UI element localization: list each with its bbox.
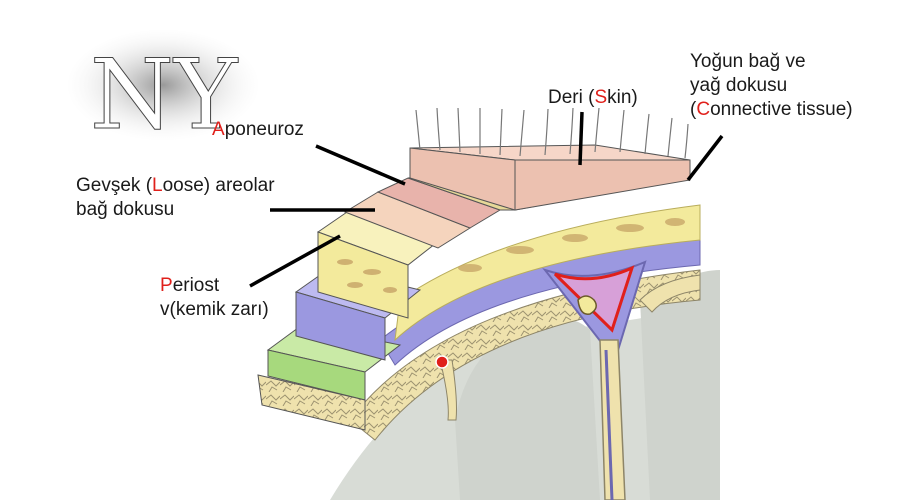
- label-deri: Deri (Skin): [548, 86, 638, 110]
- label-yogun-pre: (: [690, 99, 697, 120]
- label-yogun-post: onnective tissue): [710, 99, 853, 120]
- hair-strands: [415, 107, 689, 159]
- label-yogun-line1: Yoğun bağ ve: [690, 51, 806, 72]
- label-deri-post: kin): [607, 87, 638, 108]
- label-aponeuroz-highlight: A: [212, 119, 225, 140]
- label-aponeuroz: Aponeuroz: [212, 118, 304, 142]
- layer-periosteum-block: [316, 209, 442, 319]
- label-gevsek-pre: Gevşek (: [76, 175, 153, 196]
- label-yogun-highlight: C: [696, 99, 711, 120]
- label-deri-highlight: S: [594, 87, 608, 108]
- label-periost: Periost v(kemik zarı): [160, 274, 269, 322]
- arachnoid-granulation: [577, 295, 597, 315]
- svg-text:NY: NY: [90, 39, 239, 150]
- label-deri-pre: Deri (: [548, 87, 595, 108]
- label-yogun-bag: Yoğun bağ ve yağ dokusu (Connective tiss…: [690, 50, 853, 122]
- periosteum-curved: [394, 204, 701, 342]
- sulcus: [439, 359, 457, 421]
- pointer-lines: [249, 111, 724, 288]
- label-gevsek-areolar: Gevşek (Loose) areolar bağ dokusu: [76, 174, 275, 222]
- layer-spongy-block: [257, 374, 366, 431]
- label-periost-line2: v(kemik zarı): [160, 299, 269, 320]
- label-aponeuroz-rest: poneuroz: [224, 119, 304, 140]
- label-periost-rest: eriost: [172, 275, 220, 296]
- fat-lobules: [458, 218, 685, 272]
- label-periost-highlight: P: [160, 275, 173, 296]
- label-gevsek-line2: bağ dokusu: [76, 199, 175, 220]
- label-gevsek-post: oose) areolar: [162, 175, 275, 196]
- blood-vessel: [435, 355, 449, 369]
- label-yogun-line2: yağ dokusu: [690, 75, 788, 96]
- label-gevsek-highlight: L: [152, 175, 163, 196]
- dural-fold-right: [639, 274, 701, 313]
- ny-logo: NY: [68, 30, 258, 152]
